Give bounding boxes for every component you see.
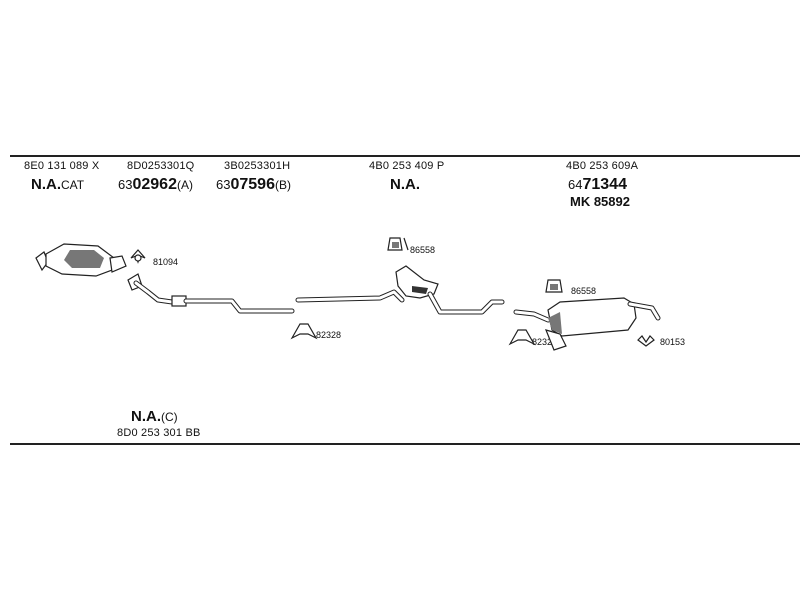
bottom-divider <box>10 443 800 445</box>
part-number-82328-right: 82328 <box>532 337 558 347</box>
rear-silencer <box>513 297 661 351</box>
part-code-front-pipe: 6302962(A) <box>118 177 193 193</box>
code-suffix: (A) <box>176 178 193 192</box>
oem-number-catalyst: 8E0 131 089 X <box>24 160 100 172</box>
oem-number-front-pipe: 8D0253301Q <box>127 160 195 172</box>
clamp-82328-left <box>290 323 318 340</box>
oem-number-middle-silencer: 4B0 253 409 P <box>369 160 445 172</box>
cat-suffix: CAT <box>61 178 85 192</box>
part-number-82328-left: 82328 <box>316 330 342 340</box>
part-number-86558-lower: 86558 <box>571 286 597 296</box>
part-number-80153: 80153 <box>660 337 686 347</box>
code-main: 07596 <box>230 176 275 193</box>
middle-silencer-availability: N.A. <box>390 176 420 193</box>
clamp-82328-right <box>508 329 536 346</box>
na-text: N.A. <box>31 176 61 193</box>
catalyst-availability: N.A.CAT <box>31 177 84 192</box>
part-number-81094: 81094 <box>153 257 179 267</box>
hanger-86558-upper <box>387 237 409 251</box>
part-number-86558-upper: 86558 <box>410 245 436 255</box>
part-code-middle-pipe: 6307596(B) <box>216 177 291 193</box>
code-prefix: 63 <box>216 177 231 192</box>
oem-number-rear-silencer: 4B0 253 609A <box>566 160 639 172</box>
code-suffix: (B) <box>274 178 291 192</box>
na-text: N.A. <box>131 408 161 425</box>
code-prefix: 64 <box>568 177 583 192</box>
mounting-kit-code: MK 85892 <box>570 194 630 209</box>
front-pipe <box>127 273 295 314</box>
bottom-suffix: (C) <box>161 410 178 424</box>
top-divider <box>10 155 800 157</box>
middle-silencer-pipe <box>295 265 505 315</box>
code-main: 71344 <box>582 176 627 193</box>
code-prefix: 63 <box>118 177 133 192</box>
clip-80153 <box>637 335 655 347</box>
hanger-86558-lower <box>545 279 563 293</box>
oem-number-middle-pipe: 3B0253301H <box>224 160 291 172</box>
oem-number-bottom: 8D0 253 301 BB <box>117 427 201 439</box>
bottom-availability: N.A.(C) <box>131 409 178 424</box>
clamp-81094 <box>130 249 146 264</box>
part-code-rear-silencer: 6471344 <box>568 177 627 193</box>
code-main: 02962 <box>132 176 177 193</box>
catalytic-converter <box>35 243 127 277</box>
